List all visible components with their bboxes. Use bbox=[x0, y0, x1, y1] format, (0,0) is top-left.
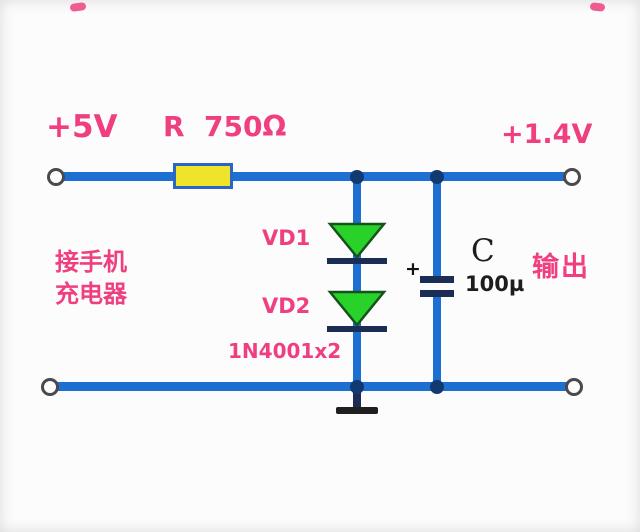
capacitor-branch-wire-top bbox=[433, 177, 441, 277]
ground-stub bbox=[353, 387, 361, 409]
capacitor-value-label: 100µ bbox=[465, 272, 525, 296]
left-note-line2: 充电器 bbox=[55, 280, 127, 308]
resistor-label: R 750Ω bbox=[163, 110, 287, 143]
capacitor-branch-wire-bottom bbox=[433, 296, 441, 387]
diode-vd2-icon bbox=[327, 290, 387, 332]
output-voltage-label: +1.4V bbox=[501, 119, 593, 150]
top-rail-wire bbox=[56, 172, 572, 181]
resistor-symbol bbox=[173, 163, 233, 189]
diode1-label: VD1 bbox=[262, 226, 311, 250]
left-note-line1: 接手机 bbox=[55, 248, 127, 276]
capacitor-label: C bbox=[471, 233, 495, 269]
capacitor-polarity-mark: + bbox=[405, 258, 421, 280]
terminal-bottom-right bbox=[565, 378, 583, 396]
capacitor-plate-top bbox=[420, 276, 454, 283]
diode-vd1-icon bbox=[327, 222, 387, 264]
bottom-rail-wire bbox=[50, 382, 574, 391]
junction-top-capacitor bbox=[430, 170, 444, 184]
junction-bottom-capacitor bbox=[430, 380, 444, 394]
junction-bottom-diode bbox=[350, 380, 364, 394]
diode2-label: VD2 bbox=[262, 294, 311, 318]
junction-top-diode bbox=[350, 170, 364, 184]
terminal-top-right bbox=[563, 168, 581, 186]
terminal-bottom-left bbox=[41, 378, 59, 396]
input-voltage-label: +5V bbox=[46, 109, 118, 145]
terminal-top-left bbox=[47, 168, 65, 186]
capacitor-plate-bottom bbox=[420, 290, 454, 297]
ground-bar bbox=[336, 407, 378, 414]
crop-artifact-right bbox=[589, 2, 606, 12]
diode-branch-wire bbox=[353, 177, 361, 387]
output-note-label: 输出 bbox=[532, 252, 590, 283]
diode-part-number-label: 1N4001x2 bbox=[228, 339, 342, 363]
crop-artifact-left bbox=[69, 1, 87, 13]
